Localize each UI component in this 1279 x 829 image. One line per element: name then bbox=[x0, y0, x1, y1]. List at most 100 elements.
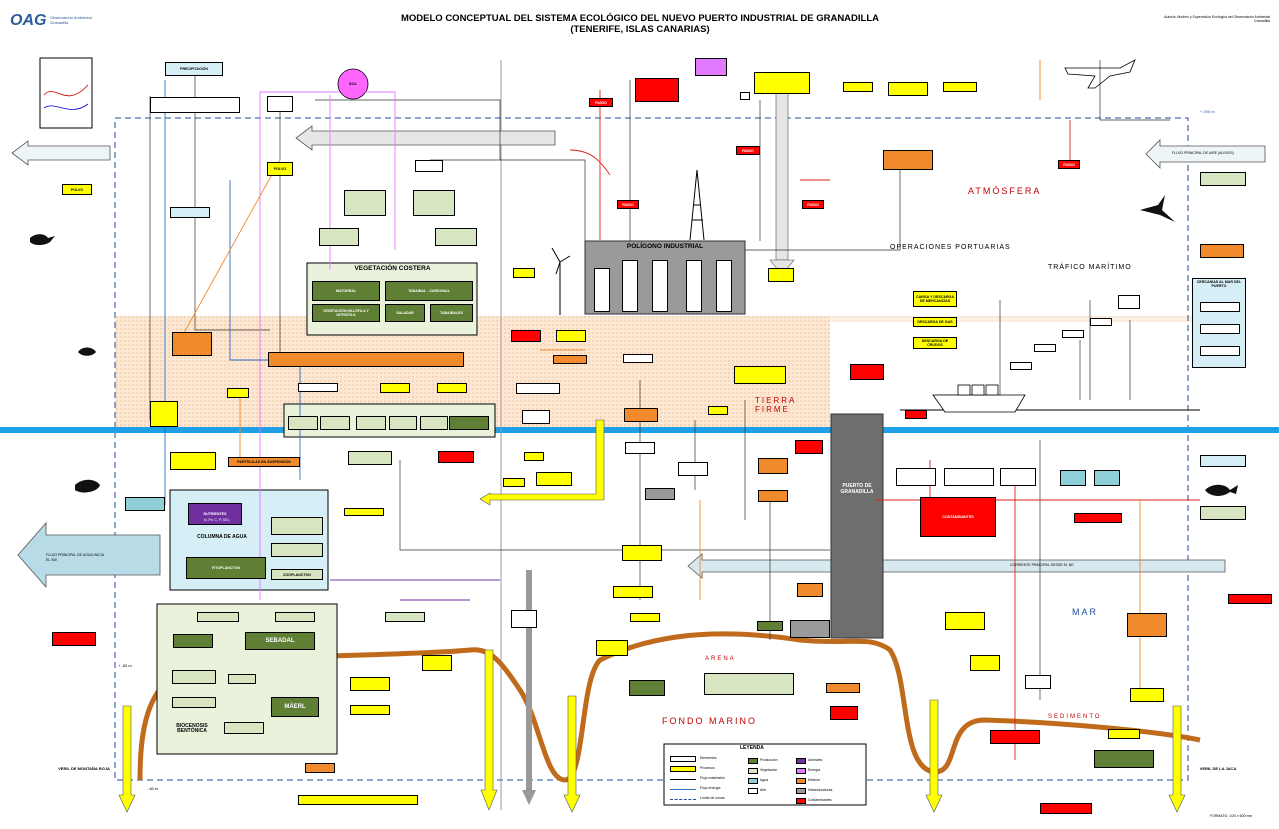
sea-surface-line bbox=[0, 427, 1279, 433]
legend-item-6: Animales bbox=[808, 758, 823, 762]
yellow-arrows bbox=[118, 419, 1186, 813]
turtle-silhouette bbox=[75, 479, 100, 493]
node-ship-1 bbox=[1118, 295, 1140, 309]
polvo-box-left: POLVO bbox=[62, 184, 92, 195]
node-escolleras-2 bbox=[797, 583, 823, 597]
node-guano bbox=[227, 388, 249, 398]
fish-silhouette bbox=[1205, 484, 1238, 496]
legend-swatch-animales bbox=[796, 758, 806, 764]
node-abastecimiento bbox=[754, 72, 810, 94]
zone-trafico: TRÁFICO MARÍTIMO bbox=[1048, 264, 1132, 271]
node-banana bbox=[267, 96, 293, 112]
node-trafico-aereo bbox=[1200, 172, 1246, 186]
node-emisiones-top bbox=[635, 78, 679, 102]
node-densidad bbox=[622, 545, 662, 561]
industrial-cell-3 bbox=[652, 260, 668, 312]
node-bottom-yellow bbox=[298, 795, 418, 805]
node-particulas-right-2 bbox=[1130, 688, 1164, 702]
node-areas-rocas bbox=[1025, 675, 1051, 689]
node-agua-limpia bbox=[678, 462, 708, 476]
node-lixiviados bbox=[795, 440, 823, 454]
legend-swatch-flujo bbox=[670, 779, 696, 780]
tower-structure bbox=[689, 169, 705, 241]
legend-swatch-energia bbox=[670, 789, 696, 790]
plane-silhouette bbox=[1064, 59, 1136, 89]
node-obras-puerto bbox=[734, 366, 786, 384]
cercanias-item-3 bbox=[1200, 346, 1240, 356]
nutrients-box: NUTRIENTES bbox=[188, 503, 242, 525]
node-escolleras bbox=[790, 620, 830, 638]
depth-200: + 200 m bbox=[1200, 109, 1215, 114]
node-pesca-right bbox=[1200, 455, 1246, 467]
node-desecho-bottom bbox=[1040, 803, 1092, 814]
legend-swatch-elementos bbox=[670, 756, 696, 762]
page-title-line2: (TENERIFE, ISLAS CANARIAS) bbox=[570, 24, 710, 35]
industrial-cell-5 bbox=[716, 260, 732, 312]
contaminantes-box: CONTAMINANTES bbox=[920, 497, 996, 537]
node-huellas bbox=[556, 330, 586, 342]
node-alimentacion bbox=[380, 383, 410, 393]
node-sebadal-right bbox=[1094, 750, 1154, 768]
footer-text: FORMATO: 1/20 x 600 mm bbox=[1210, 814, 1253, 818]
node-sub-marino bbox=[422, 655, 452, 671]
node-crecimiento bbox=[385, 612, 425, 622]
node-descarga-crudo: DESCARGA DE CRUDOS bbox=[913, 337, 957, 349]
node-carnivoros bbox=[344, 190, 386, 216]
port-label: PUERTO DE GRANADILLA bbox=[840, 483, 874, 495]
node-dragas bbox=[708, 406, 728, 415]
precipitation-box: PRECIPITACIÓN bbox=[165, 62, 223, 76]
node-ship-2 bbox=[1090, 318, 1112, 326]
sun bbox=[337, 68, 369, 100]
veril-left: VERIL DE MONTAÑA ROJA bbox=[58, 766, 110, 771]
node-especies bbox=[1074, 513, 1122, 523]
legend-item-12: Infraestructuras bbox=[808, 788, 833, 792]
node-canteras bbox=[843, 82, 873, 92]
sun-label: SOL bbox=[348, 81, 358, 86]
system-boundary bbox=[114, 117, 1189, 781]
nutrients-formula: N, Fe, C, P, SiO₂ bbox=[204, 518, 230, 522]
node-descomposicion bbox=[944, 468, 994, 486]
water-flow-arrow-left bbox=[17, 521, 161, 589]
air-flow-arrow-top bbox=[295, 125, 556, 151]
node-vertido-materiales bbox=[758, 458, 788, 474]
climate-chart-frame bbox=[39, 57, 93, 129]
node-aguas-dulces bbox=[125, 497, 165, 511]
bird-silhouette-left bbox=[30, 234, 55, 245]
node-coastal-5 bbox=[420, 416, 448, 430]
node-fouling bbox=[1094, 470, 1120, 486]
node-contaminacion-left bbox=[52, 632, 96, 646]
node-descarga-gas: DESCARGA DE GAS bbox=[913, 317, 957, 327]
node-grey-block bbox=[645, 488, 675, 500]
veril-right: VERIL DE LA JACA bbox=[1199, 766, 1237, 771]
legend-item-11: Mineral bbox=[808, 778, 820, 782]
node-white-1 bbox=[740, 92, 750, 100]
zone-fondo-marino: FONDO MARINO bbox=[662, 716, 757, 726]
legend-item-9: Aire bbox=[760, 788, 767, 792]
legend-item-3: Flujo energía bbox=[700, 786, 721, 790]
legend-item-13: Contaminantes bbox=[808, 798, 832, 802]
node-rec-arqueologicos bbox=[516, 383, 560, 394]
node-sedimento-land bbox=[172, 332, 212, 356]
node-obstruccion bbox=[945, 612, 985, 630]
node-obras-publicas bbox=[943, 82, 977, 92]
industrial-cell-4 bbox=[686, 260, 702, 312]
node-deportes bbox=[536, 472, 572, 486]
legend-item-7: Vegetación bbox=[760, 768, 778, 772]
legend-swatch-infra bbox=[796, 788, 806, 794]
node-planta-desaladora bbox=[511, 330, 541, 342]
water-flow-label: FLUJO PRINCIPAL DE AGUA HACIA EL SW bbox=[46, 553, 104, 562]
depth-60b: - 60 m bbox=[147, 786, 159, 791]
veg-halofila: VEGETACIÓN HALÓFILA Y NITRÓFILA bbox=[312, 304, 380, 322]
zone-mar: MAR bbox=[1072, 607, 1098, 617]
node-carga-descarga: CARGA Y DESCARGA DE MERCANCÍAS bbox=[913, 291, 957, 307]
zone-arena: ARENA bbox=[705, 656, 736, 662]
node-aguas-lastre bbox=[1060, 470, 1086, 486]
node-arcillas bbox=[438, 451, 474, 463]
node-desprotecion bbox=[896, 468, 936, 486]
node-ruido-5: RUIDO bbox=[1058, 160, 1080, 169]
purple-lines bbox=[330, 579, 500, 601]
legend-swatch-limite bbox=[670, 799, 696, 800]
benthic-box-2 bbox=[275, 612, 315, 622]
node-aves-insectos bbox=[298, 383, 338, 392]
zone-atmosfera: ATMÓSFERA bbox=[968, 186, 1042, 196]
